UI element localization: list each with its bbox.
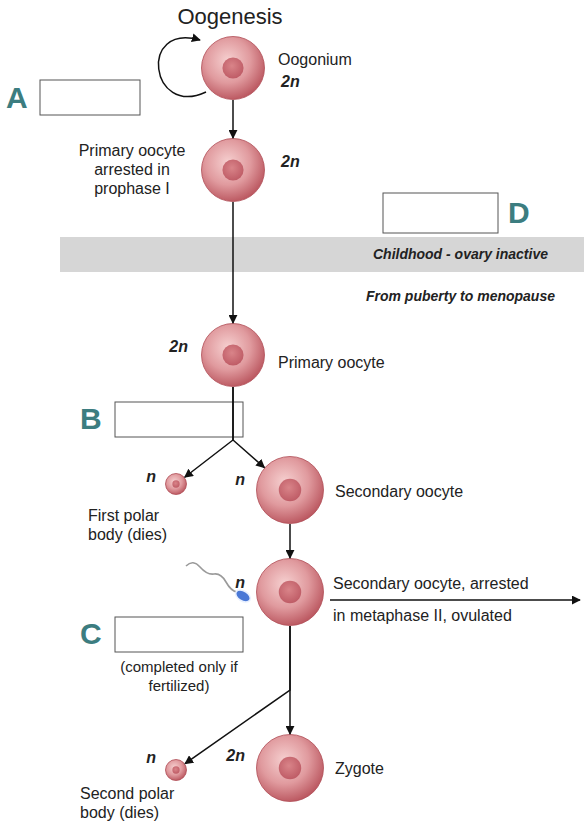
mitosis-loop-arrow — [158, 38, 206, 97]
cell-nucleus — [279, 479, 301, 501]
ploidy-label: n — [146, 748, 156, 767]
cell-body — [257, 457, 324, 524]
cell-circle: n — [256, 558, 324, 626]
timeline-band: Childhood - ovary inactiveFrom puberty t… — [60, 237, 584, 272]
cell-circle: Primary oocyte arrested in prophase I2n — [201, 138, 265, 202]
cell-nucleus — [279, 581, 301, 603]
cell-shape — [201, 323, 265, 387]
cell-circle: nSecondary oocyte — [256, 456, 324, 524]
cell-nucleus — [172, 766, 179, 773]
cell-body — [166, 474, 187, 495]
cell-circle: Oogonium2n — [201, 36, 265, 100]
cell-name: Second polar body (dies) — [80, 784, 184, 822]
cell-body — [202, 139, 265, 202]
cell-body — [166, 760, 187, 781]
cell-nucleus — [222, 57, 243, 78]
diagram-title: Oogenesis — [177, 4, 282, 30]
annotation-note: (completed only if fertilized) — [111, 657, 247, 695]
cell-circle: 2nPrimary oocyte — [201, 323, 265, 387]
cell-shape — [165, 473, 187, 495]
blank-letter: D — [508, 196, 530, 230]
cell-name: Primary oocyte arrested in prophase I — [73, 141, 191, 198]
ploidy-label: n — [146, 467, 156, 486]
cell-nucleus — [222, 344, 243, 365]
process-arrow — [185, 387, 233, 477]
answer-box — [40, 80, 140, 115]
cell-nucleus — [279, 757, 301, 779]
process-arrow — [232, 100, 234, 138]
stage-label: From puberty to menopause — [366, 288, 555, 305]
cell-name: Zygote — [335, 759, 384, 778]
ploidy-label: 2n — [226, 746, 245, 765]
process-arrow — [233, 387, 264, 468]
cell-body — [202, 324, 265, 387]
cell-circle: nFirst polar body (dies) — [165, 473, 187, 495]
sperm-tail — [186, 563, 237, 592]
cell-body — [257, 559, 324, 626]
cell-shape — [201, 138, 265, 202]
sperm-cell — [186, 563, 252, 605]
answer-box — [115, 617, 243, 652]
cell-circle: nSecond polar body (dies) — [165, 759, 187, 781]
ploidy-label: n — [235, 573, 245, 592]
answer-box — [115, 402, 243, 437]
cell-shape — [165, 759, 187, 781]
cell-name: First polar body (dies) — [88, 506, 184, 544]
blank-letter: C — [80, 617, 102, 651]
ploidy-label: 2n — [281, 72, 300, 91]
process-arrow — [289, 524, 291, 558]
cell-shape — [256, 558, 324, 626]
cell-name: Oogonium — [278, 50, 352, 69]
annotation-note: Secondary oocyte, arrested in metaphase … — [333, 568, 537, 632]
ploidy-label: 2n — [169, 337, 188, 356]
ovulation-arrow — [330, 599, 580, 601]
cell-name: Secondary oocyte — [335, 482, 463, 501]
cell-nucleus — [222, 159, 243, 180]
process-arrow — [289, 626, 291, 734]
cell-body — [202, 37, 265, 100]
cell-shape — [201, 36, 265, 100]
blank-letter: A — [6, 81, 28, 115]
ploidy-label: n — [235, 470, 245, 489]
cell-name: Primary oocyte — [278, 353, 385, 372]
cell-circle: 2nZygote — [256, 734, 324, 802]
blank-letter: B — [80, 402, 102, 436]
cell-body — [257, 735, 324, 802]
cell-shape — [256, 734, 324, 802]
stage-label: Childhood - ovary inactive — [373, 246, 548, 263]
answer-box — [383, 193, 498, 233]
ploidy-label: 2n — [281, 152, 300, 171]
cell-shape — [256, 456, 324, 524]
cell-nucleus — [172, 480, 179, 487]
